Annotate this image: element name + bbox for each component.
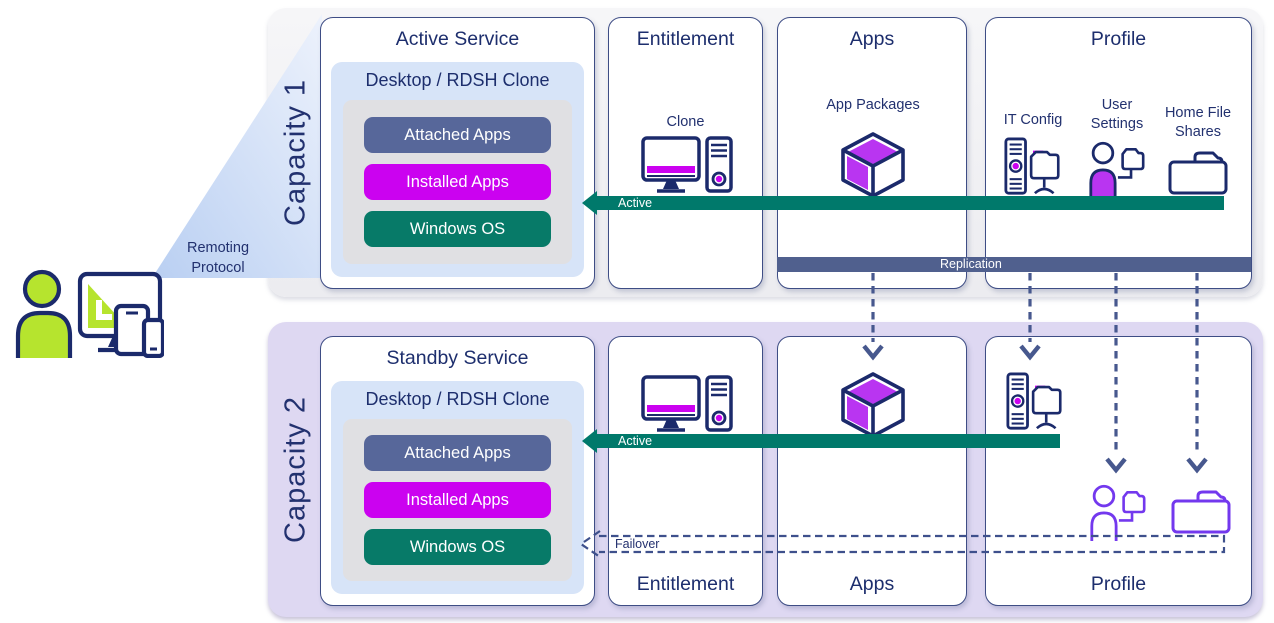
replication-label: Replication (940, 257, 1002, 271)
attached-apps-layer: Attached Apps (364, 117, 551, 153)
entitlement-top-title: Entitlement (636, 28, 735, 50)
user-settings-item: User Settings (1080, 72, 1154, 198)
profile-bottom-panel: Profile (985, 336, 1252, 606)
apps-top-panel: Apps App Packages (777, 17, 967, 289)
home-file-shares-icon-standby (1171, 490, 1231, 534)
attached-apps-layer: Attached Apps (364, 435, 551, 471)
remoting-protocol-wedge (152, 14, 322, 278)
active-layer-stack: Attached Apps Installed Apps Windows OS (343, 100, 572, 264)
it-config-item: IT Config (996, 72, 1070, 198)
active-arrow-top: Active (582, 191, 1224, 215)
standby-service-panel: Standby Service Desktop / RDSH Clone Att… (320, 336, 595, 606)
installed-apps-layer: Installed Apps (364, 482, 551, 518)
user-settings-label: User Settings (1090, 97, 1144, 133)
clone-desktop-icon (641, 136, 733, 193)
it-config-label: IT Config (1003, 112, 1063, 129)
capacity2-label: Capacity 2 (279, 396, 312, 544)
capacity1-label: Capacity 1 (279, 79, 312, 227)
windows-os-layer: Windows OS (364, 529, 551, 565)
windows-os-layer: Windows OS (364, 211, 551, 247)
user-settings-icon (1089, 141, 1145, 198)
app-packages-label: App Packages (826, 97, 920, 113)
active-arrow-top-label: Active (618, 196, 653, 210)
app-package-cube-icon (841, 132, 905, 198)
active-clone-box: Desktop / RDSH Clone Attached Apps Insta… (331, 62, 584, 277)
clone-label: Clone (666, 114, 705, 130)
it-config-icon (1004, 137, 1060, 195)
home-file-shares-icon (1168, 151, 1228, 195)
profile-bottom-title: Profile (1090, 573, 1147, 595)
clone-desktop-icon (641, 375, 733, 432)
standby-clone-box-title: Desktop / RDSH Clone (365, 389, 550, 409)
end-user-devices-icon (15, 269, 164, 358)
profile-top-title: Profile (1090, 28, 1147, 50)
standby-service-title: Standby Service (386, 347, 529, 369)
installed-apps-layer: Installed Apps (364, 164, 551, 200)
replication-bar: Replication (777, 257, 1251, 272)
active-service-title: Active Service (395, 28, 520, 50)
it-config-icon (1006, 372, 1062, 430)
remoting-protocol-label: Remoting Protocol (186, 240, 250, 277)
active-service-panel: Active Service Desktop / RDSH Clone Atta… (320, 17, 595, 289)
apps-bottom-title: Apps (849, 573, 895, 595)
entitlement-top-panel: Entitlement Clone (608, 17, 763, 289)
profile-top-panel: Profile IT Config User Settings (985, 17, 1252, 289)
app-package-cube-icon (841, 372, 905, 438)
standby-layer-stack: Attached Apps Installed Apps Windows OS (343, 419, 572, 581)
active-arrow-bottom: Active (582, 429, 1060, 453)
apps-top-title: Apps (849, 28, 895, 50)
active-clone-box-title: Desktop / RDSH Clone (365, 70, 550, 90)
active-arrow-bottom-label: Active (618, 434, 653, 448)
standby-clone-box: Desktop / RDSH Clone Attached Apps Insta… (331, 381, 584, 594)
home-file-shares-item: Home File Shares (1161, 72, 1235, 198)
failover-label: Failover (615, 537, 660, 551)
home-file-shares-label: Home File Shares (1164, 105, 1232, 141)
entitlement-bottom-panel: Entitlement (608, 336, 763, 606)
entitlement-bottom-title: Entitlement (636, 573, 735, 595)
apps-bottom-panel: Apps (777, 336, 967, 606)
user-settings-icon-standby (1090, 484, 1146, 541)
